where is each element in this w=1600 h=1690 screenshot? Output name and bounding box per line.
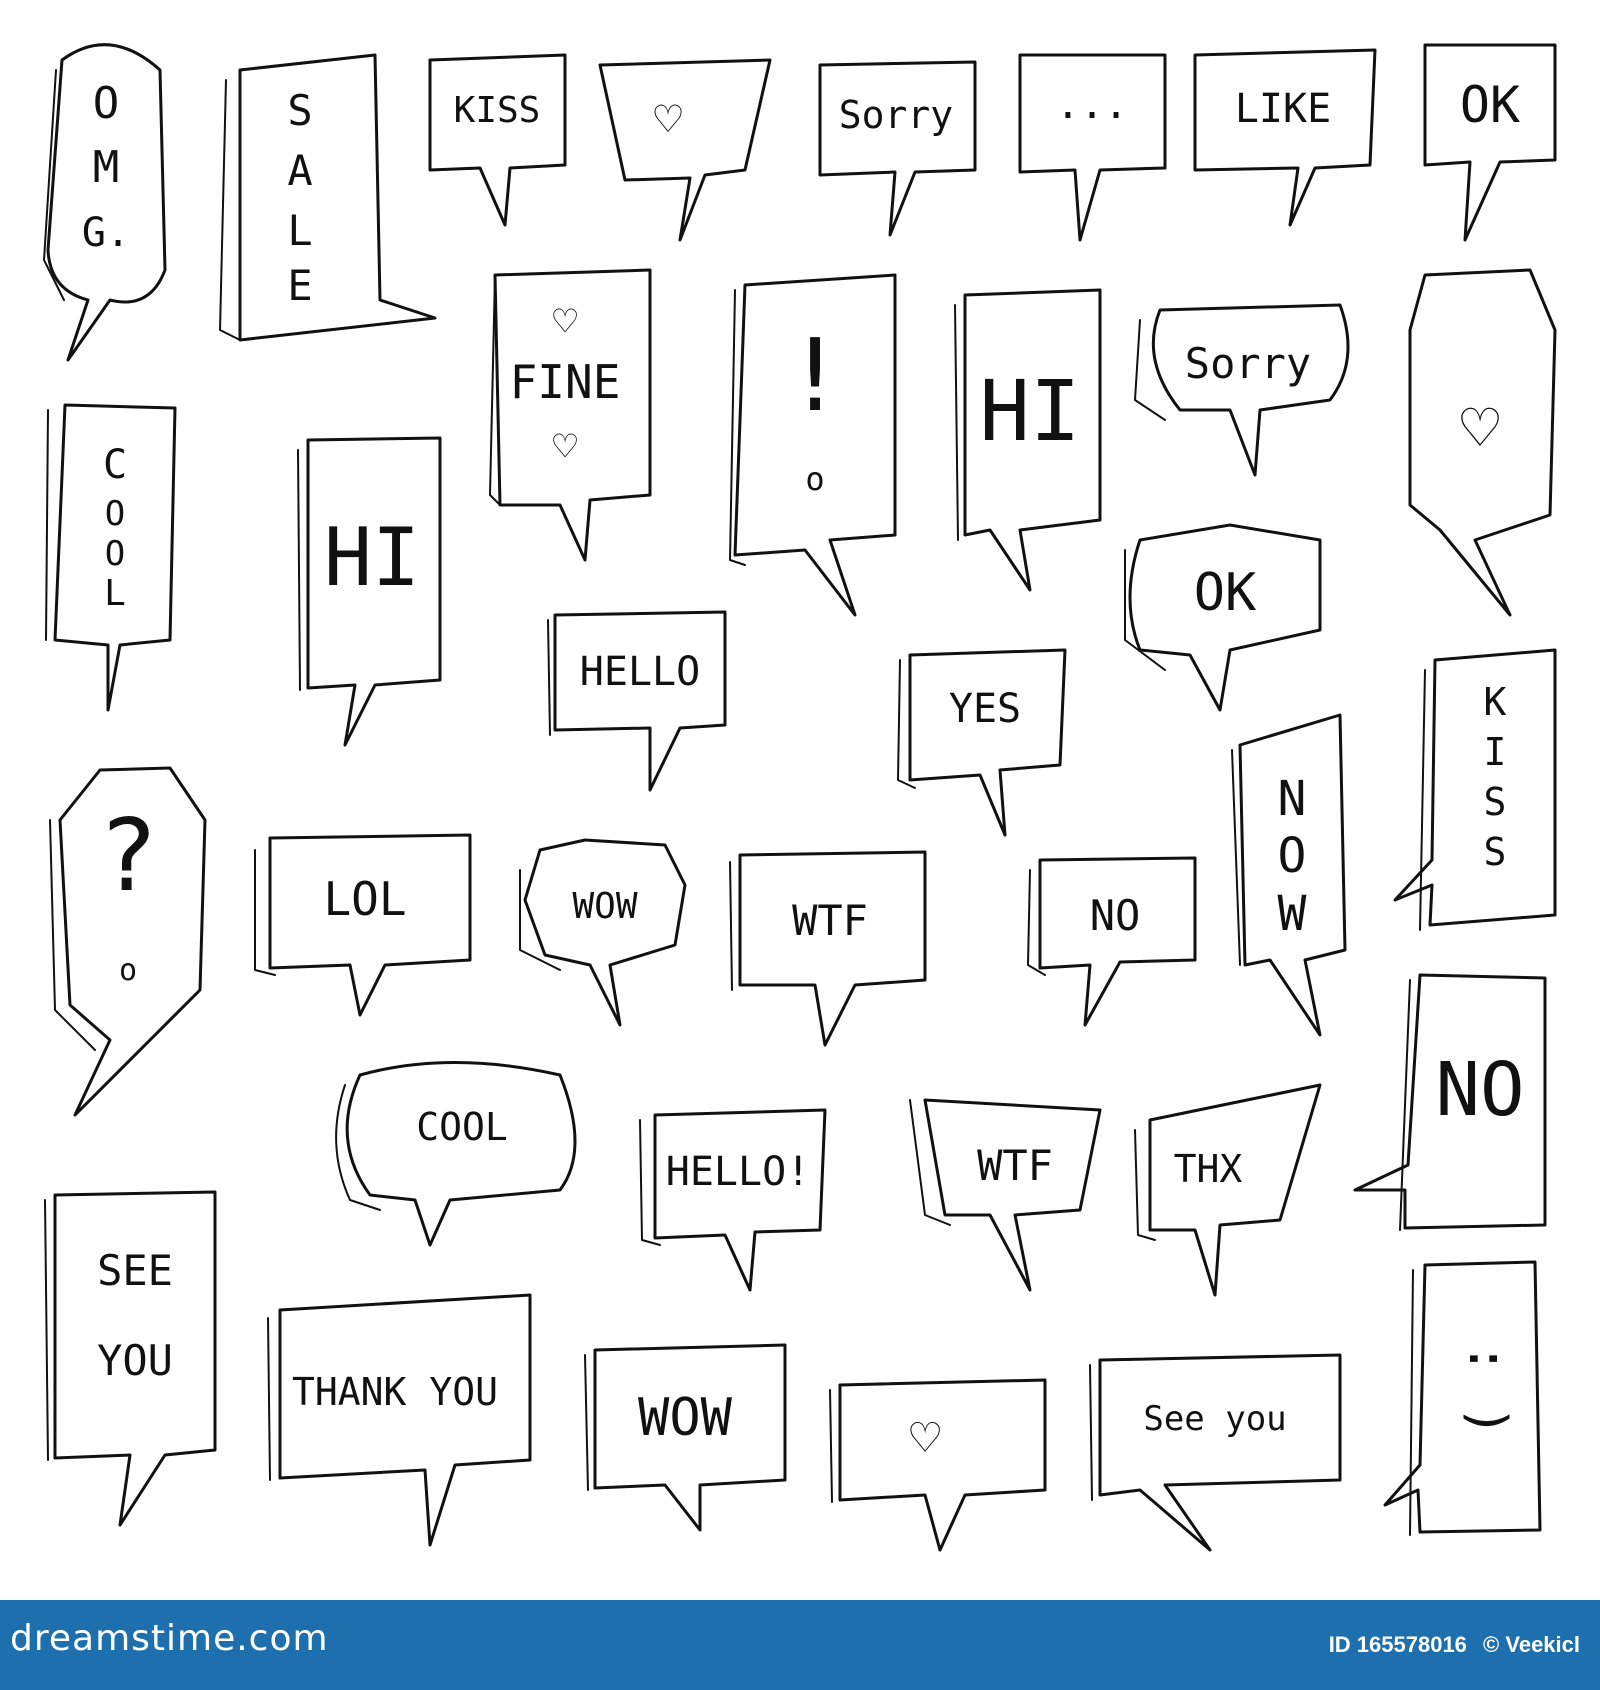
bubble-no-small: NO <box>1027 856 1197 1027</box>
bubble-kiss-right-line4: S <box>1484 830 1507 874</box>
bubble-kiss-top-text: KISS <box>454 90 541 131</box>
bubble-omg: O M G. <box>43 43 167 362</box>
bubble-fine-heart2: ♡ <box>553 424 577 470</box>
bubble-exclaim-bar: ! <box>785 317 845 434</box>
footer-author: © Veekicl <box>1483 1632 1580 1657</box>
bubble-kiss-right-line2: I <box>1484 730 1507 774</box>
bubble-wtf-low: WTF <box>909 1098 1102 1292</box>
bubble-smiley: : ) <box>1383 1260 1542 1536</box>
bubble-omg-line1: O <box>93 78 120 129</box>
bubble-see-you-lower-text: See you <box>1143 1399 1286 1439</box>
bubble-now: N O W <box>1231 713 1347 1037</box>
bubble-cool-vertical: C O O L <box>45 403 177 712</box>
bubble-sale: S A L E <box>219 53 437 342</box>
bubble-kiss-top: KISS <box>428 53 567 227</box>
bubble-wtf-mid: WTF <box>729 850 927 1047</box>
bubble-yes-text: YES <box>949 686 1021 732</box>
bubble-hi-mid: HI <box>954 288 1102 592</box>
bubble-question-dot: o <box>119 953 137 988</box>
bubble-cool-round: COOL <box>335 1061 577 1247</box>
bubble-wow-big: WOW <box>584 1343 787 1532</box>
bubble-ok-top-text: OK <box>1460 76 1520 134</box>
bubble-no-right: NO <box>1353 973 1547 1231</box>
bubble-hello-bang: HELLO! <box>639 1108 827 1292</box>
bubble-sorry-mid: Sorry <box>1134 303 1350 477</box>
bubble-thank-you: THANK YOU <box>267 1293 532 1547</box>
bubble-sorry-mid-text: Sorry <box>1185 339 1311 388</box>
bubble-question: ? o <box>49 766 207 1117</box>
bubble-heart-right-icon: ♡ <box>1461 392 1500 466</box>
bubble-smiley-text: : ) <box>1457 1343 1517 1437</box>
bubble-fine-label: FINE <box>510 355 621 409</box>
bubble-wow-big-text: WOW <box>638 1388 733 1448</box>
bubble-sorry-top-text: Sorry <box>839 93 953 137</box>
bubble-now-line1: N <box>1278 771 1307 827</box>
bubble-exclaim: ! o <box>729 273 897 617</box>
bubble-omg-line2: M <box>93 142 120 193</box>
bubble-sorry-top: Sorry <box>818 60 977 237</box>
bubble-wtf-mid-text: WTF <box>792 896 868 945</box>
bubble-lol-text: LOL <box>323 872 406 926</box>
bubble-sale-line1: S <box>287 86 312 135</box>
bubble-cool-round-text: COOL <box>416 1105 508 1149</box>
bubble-hi-left: HI <box>297 436 442 747</box>
sketch-canvas: O M G. S A L E KISS ♡ Sorry ... LIKE OK <box>43 43 1557 1552</box>
bubble-hello-bang-text: HELLO! <box>666 1149 811 1195</box>
bubble-cool-vertical-line3: O <box>105 534 125 574</box>
bubble-sale-line2: A <box>287 146 312 195</box>
bubble-hello-mid-text: HELLO <box>580 649 700 695</box>
bubble-see-you-lower: See you <box>1089 1353 1342 1552</box>
footer-id: ID 165578016 <box>1328 1632 1467 1657</box>
bubble-see-you-box-line2: YOU <box>97 1336 173 1385</box>
bubble-exclaim-dot: o <box>805 460 824 498</box>
bubble-cool-vertical-line2: O <box>105 494 125 534</box>
bubble-heart-top: ♡ <box>598 58 772 242</box>
bubble-thx-text: THX <box>1174 1147 1243 1191</box>
bubble-dots-text: ... <box>1056 82 1128 128</box>
bubble-ok-top: OK <box>1423 43 1557 242</box>
bubble-ok-mid-text: OK <box>1194 563 1257 623</box>
bubble-sale-line4: E <box>287 261 312 310</box>
bubble-lol: LOL <box>254 833 472 1017</box>
bubble-thank-you-text: THANK YOU <box>292 1370 498 1414</box>
bubble-see-you-box: SEE YOU <box>44 1190 217 1527</box>
watermark-footer: dreamstime.com ID 165578016 © Veekicl <box>0 1600 1600 1690</box>
bubble-ok-mid: OK <box>1124 523 1322 712</box>
bubble-now-line3: W <box>1278 886 1307 942</box>
bubble-heart-low: ♡ <box>829 1378 1047 1552</box>
bubble-wow-small-text: WOW <box>572 886 637 927</box>
bubble-fine: ♡ FINE ♡ <box>489 268 652 562</box>
bubble-yes: YES <box>897 648 1067 837</box>
bubble-like: LIKE <box>1193 48 1377 227</box>
speech-bubbles-illustration: O M G. S A L E KISS ♡ Sorry ... LIKE OK <box>43 43 1557 1552</box>
bubble-heart-right: ♡ <box>1408 268 1557 617</box>
bubble-like-text: LIKE <box>1235 86 1331 132</box>
bubble-heart-low-icon: ♡ <box>910 1409 940 1467</box>
bubble-hi-mid-text: HI <box>979 362 1080 460</box>
bubble-thx: THX <box>1134 1083 1322 1297</box>
bubble-fine-heart1: ♡ <box>553 299 577 345</box>
bubble-kiss-right-line1: K <box>1484 680 1507 724</box>
bubble-no-right-text: NO <box>1435 1047 1524 1133</box>
bubble-hi-left-text: HI <box>324 511 420 604</box>
bubble-cool-vertical-line4: L <box>104 573 126 614</box>
footer-credit: ID 165578016 © Veekicl <box>1319 1632 1580 1658</box>
bubble-wow-small: WOW <box>519 838 687 1027</box>
bubble-wtf-low-text: WTF <box>977 1141 1053 1190</box>
footer-brand: dreamstime.com <box>10 1618 329 1659</box>
bubble-now-line2: O <box>1278 828 1307 884</box>
bubble-hello-mid: HELLO <box>547 610 727 792</box>
bubble-no-small-text: NO <box>1090 891 1141 940</box>
bubble-omg-line3: G. <box>82 210 130 256</box>
bubble-sale-line3: L <box>287 206 312 255</box>
bubble-dots: ... <box>1018 53 1167 242</box>
bubble-kiss-right-line3: S <box>1484 780 1507 824</box>
bubble-heart-top-icon: ♡ <box>654 92 682 146</box>
bubble-question-mark: ? <box>98 797 158 914</box>
bubble-kiss-right: K I S S <box>1393 648 1557 931</box>
bubble-cool-vertical-line1: C <box>103 442 127 488</box>
bubble-see-you-box-line1: SEE <box>97 1246 173 1295</box>
